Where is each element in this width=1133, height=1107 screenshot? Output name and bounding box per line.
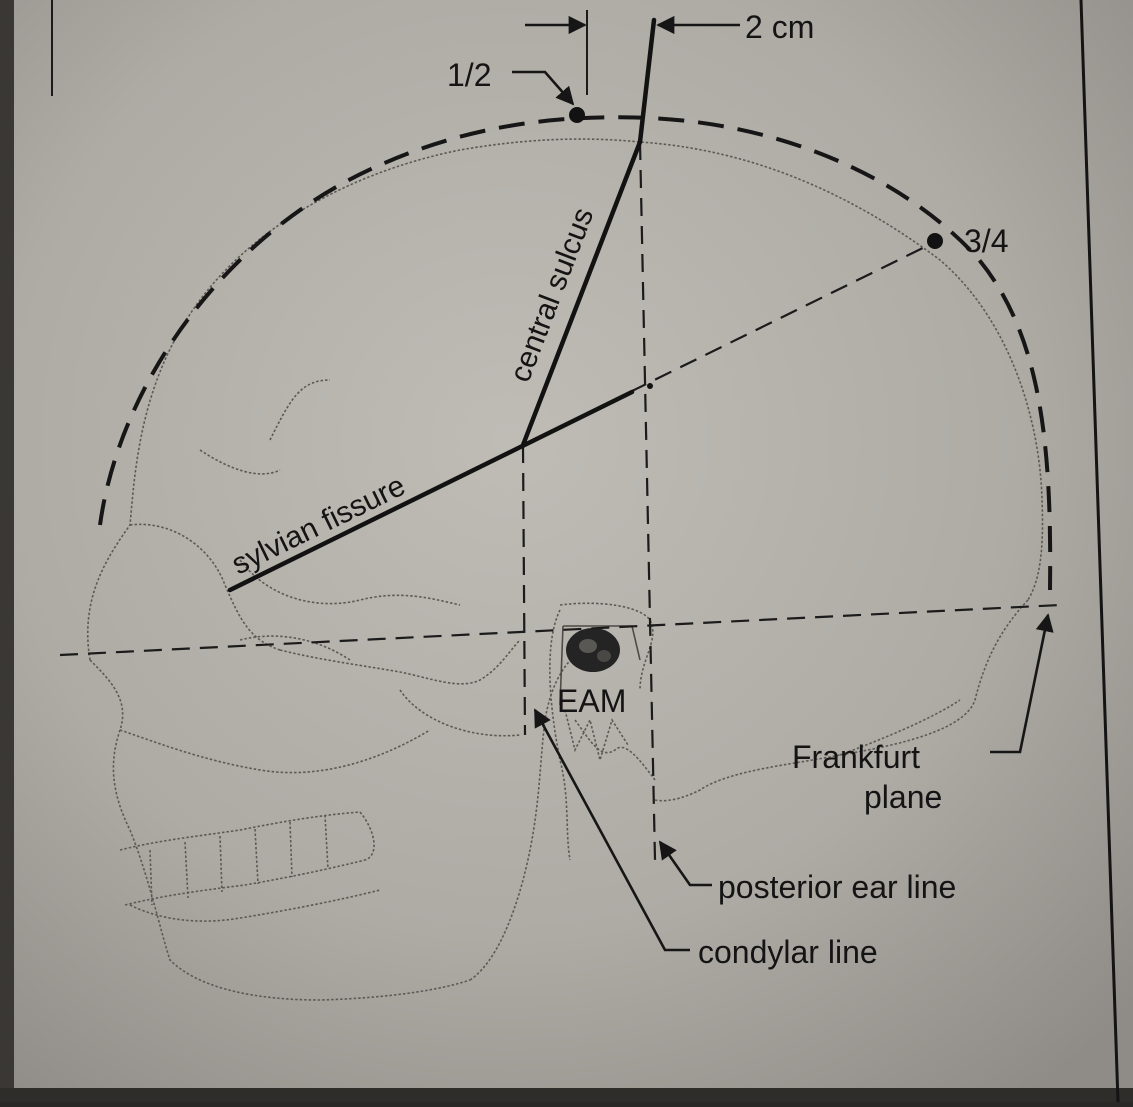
sylvian-junction-point (647, 383, 653, 389)
eam-blob (566, 628, 620, 672)
three-quarter-point (927, 233, 943, 249)
two-cm-label: 2 cm (745, 9, 814, 45)
eam-label: EAM (557, 683, 626, 719)
frankfurt-label-line2: plane (864, 779, 942, 815)
three-quarter-label: 3/4 (964, 223, 1008, 259)
left-scan-edge (0, 0, 14, 1102)
half-point (569, 107, 585, 123)
condylar-line-label: condylar line (698, 934, 878, 970)
frankfurt-label-line1: Frankfurt (792, 739, 920, 775)
posterior-ear-line-label: posterior ear line (718, 869, 956, 905)
bottom-scan-edge (0, 1088, 1133, 1102)
half-label: 1/2 (447, 57, 491, 93)
